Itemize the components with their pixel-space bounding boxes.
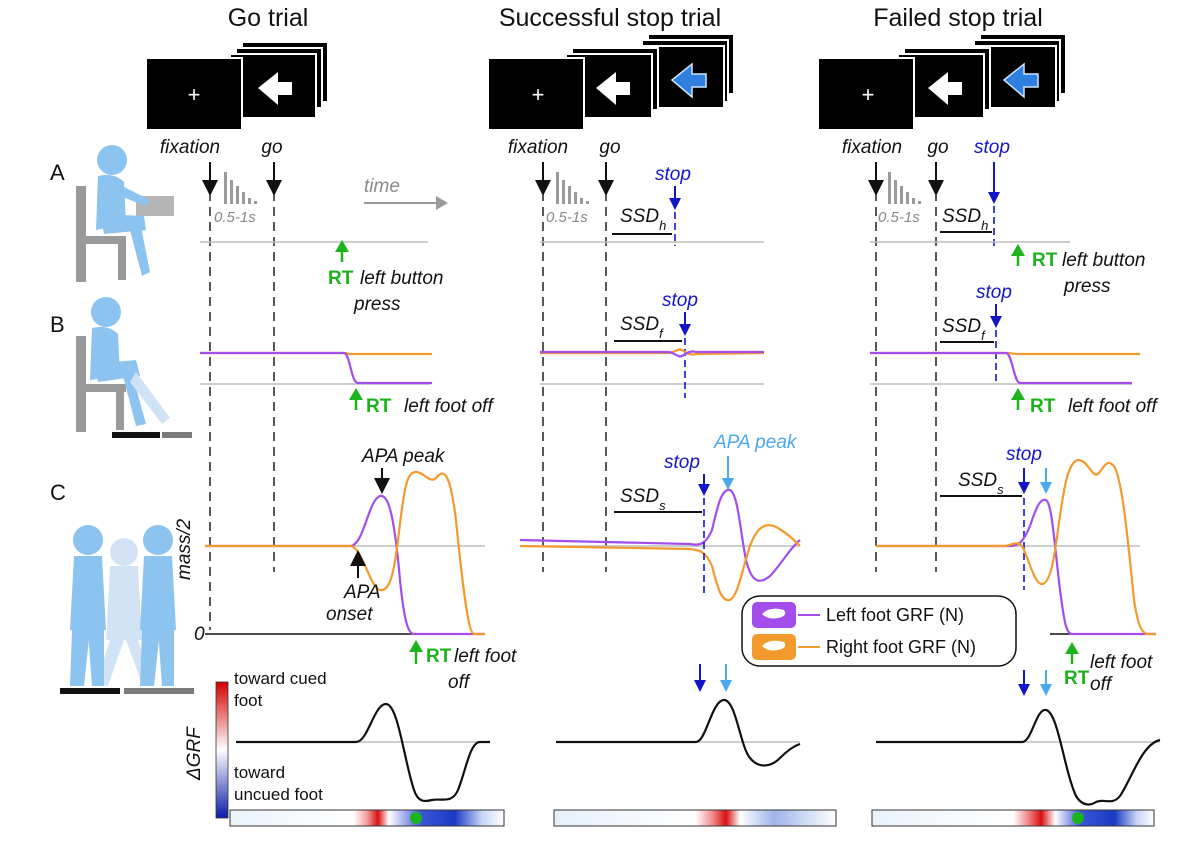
screen-stack-failed: + [817,33,1067,131]
fixation-cross-icon: + [188,82,201,107]
timeline-bar [871,809,1155,827]
walking-figure [60,525,194,694]
stop-label: stop [1006,444,1042,465]
timeline-bar [553,809,837,827]
colorbar-bottom-1: toward [234,763,285,782]
blue-left-arrow-icon [670,62,707,99]
button-press-label-1: left button [1062,250,1145,271]
apa-peak-label: APA peak [713,432,798,453]
fixation-cross-icon: + [862,82,875,107]
dgrf-colorbar: ΔGRF toward cued foot toward uncued foot [184,669,327,819]
rt-label: RT [328,268,354,289]
title-failed: Failed stop trial [873,4,1043,32]
ssd-label: SSDh [942,206,988,233]
foot-off-label-2: off [448,672,471,693]
rt-label: RT [426,646,452,667]
rt-label: RT [366,396,392,417]
dgrf-axis-label: ΔGRF [184,726,205,781]
zero-label: 0 [194,624,205,645]
legend-right: Right foot GRF (N) [826,637,976,657]
rt-arrow-icon [409,640,423,652]
go-label: go [599,137,620,158]
title-go: Go trial [228,4,309,32]
rt-marker [410,812,422,824]
foot-off-label-1: left foot [1090,652,1153,673]
ssd-label: SSDf [942,316,986,343]
apa-onset-label-2: onset [326,604,373,625]
failed-trial-column: fixation go stop 0.5-1s SSDh RT left but… [842,137,1161,827]
apa-onset-label-1: APA [343,582,381,603]
screen-stack-go: + [145,41,329,131]
go-label: go [261,137,282,158]
blue-left-arrow-icon [1002,62,1039,99]
left-arrow-icon [258,72,292,105]
time-arrow-icon [436,196,448,210]
rt-label: RT [1032,250,1058,271]
timeline-bar [229,809,505,827]
foot-off-label: left foot off [404,396,494,417]
fixation-label: fixation [160,137,220,158]
foot-off-label: left foot off [1068,396,1158,417]
legend-left: Left foot GRF (N) [826,605,964,625]
rt-arrow-icon [1065,642,1079,654]
stop-label: stop [974,137,1010,158]
colorbar-bottom-2: uncued foot [234,785,323,804]
foot-off-label-2: off [1090,674,1113,695]
left-arrow-icon [928,72,962,105]
panel-label-b: B [50,312,65,337]
colorbar-top-2: foot [234,691,263,710]
interval-label: 0.5-1s [878,209,920,226]
rt-label: RT [1030,396,1056,417]
stop-label: stop [662,290,698,311]
go-label: go [927,137,948,158]
rt-arrow-icon [335,240,349,252]
stop-label: stop [664,452,700,473]
rt-marker [1072,812,1084,824]
ssd-label: SSDs [620,486,666,513]
fixation-label: fixation [842,137,902,158]
rt-arrow-icon [349,388,363,400]
panel-label-c: C [50,480,66,505]
mass-axis-label: mass/2 [174,518,195,580]
left-arrow-icon [596,72,630,105]
fixation-label: fixation [508,137,568,158]
button-press-label-1: left button [360,268,443,289]
foot-off-label-1: left foot [454,646,517,667]
fixation-cross-icon: + [532,82,545,107]
title-success: Successful stop trial [499,4,721,32]
seated-hand-figure [76,145,174,282]
rt-label: RT [1064,668,1090,689]
colorbar-top-1: toward cued [234,669,327,688]
time-label: time [364,176,400,197]
stop-label: stop [976,282,1012,303]
button-press-label-2: press [353,294,401,315]
rt-arrow-icon [1011,244,1025,256]
ssd-label: SSDs [958,470,1004,497]
screen-stack-success: + [487,33,735,131]
interval-label: 0.5-1s [214,209,256,226]
interval-label: 0.5-1s [546,209,588,226]
go-trial-column: fixation go 0.5-1s time RT left button p… [160,137,517,827]
rt-arrow-icon [1011,388,1025,400]
ssd-label: SSDf [620,314,664,341]
legend: Left foot GRF (N) Right foot GRF (N) [741,595,1017,667]
interval-bars [224,172,257,204]
ssd-label: SSDh [620,206,666,233]
success-trial-column: fixation go 0.5-1s stop SSDh stop SSDf s… [508,137,837,827]
panel-label-a: A [50,160,65,185]
apa-peak-label: APA peak [361,446,446,467]
button-press-label-2: press [1063,276,1111,297]
seated-foot-figure [76,297,192,438]
stop-label: stop [655,164,691,185]
